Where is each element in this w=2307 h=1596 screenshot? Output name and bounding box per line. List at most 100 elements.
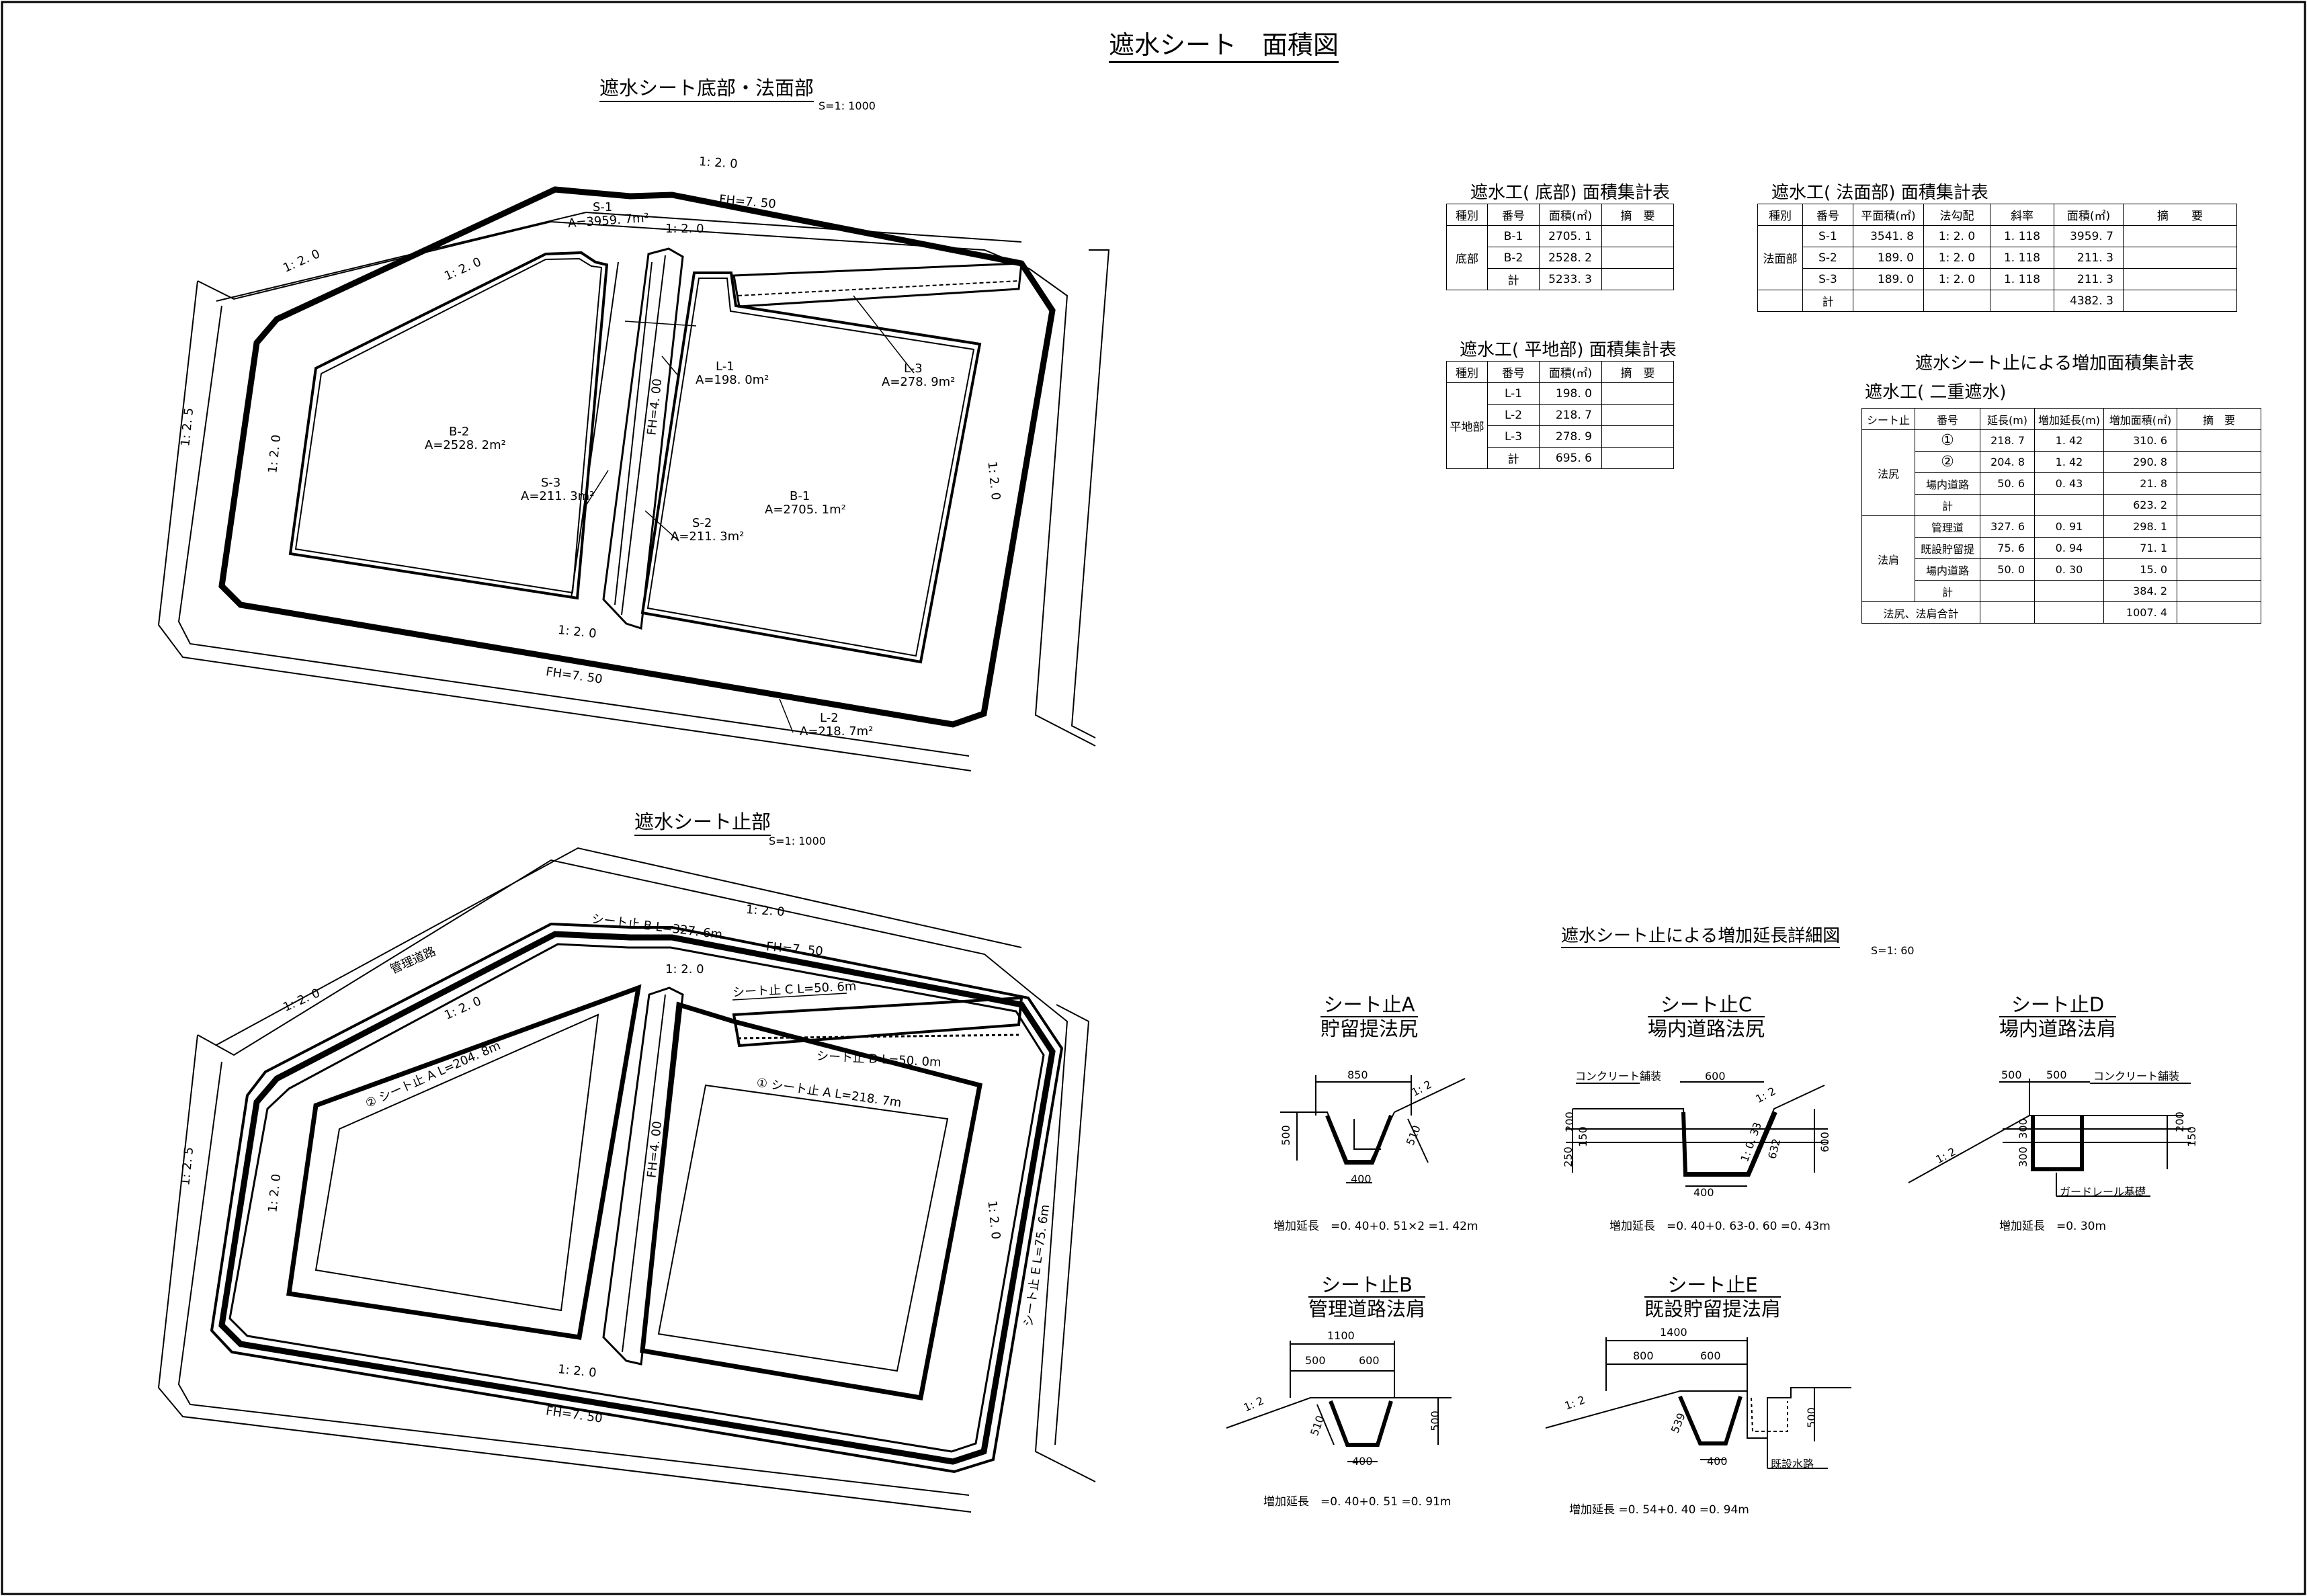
cell	[1601, 447, 1674, 469]
header-cell: 番号	[1802, 204, 1853, 226]
detail-e	[1545, 1337, 1851, 1469]
detail-c-name: シート止C	[1648, 993, 1765, 1017]
detail-a-dim: 400	[1351, 1173, 1372, 1185]
detail-c-dim: 400	[1693, 1186, 1714, 1199]
cell: 4382. 3	[2054, 290, 2124, 312]
detail-b-dim: 600	[1359, 1354, 1380, 1367]
cell-b1-inner	[646, 278, 975, 657]
header-cell: シート止	[1861, 408, 1915, 430]
detail-d-dim: 300	[2016, 1118, 2029, 1139]
cell: 1007. 4	[2103, 601, 2177, 624]
table-row: 平地部 L-1 198. 0	[1446, 382, 1674, 469]
table-row: 計 5233. 3	[1447, 268, 1674, 290]
header-cell: 面積(㎡)	[2054, 204, 2124, 226]
cell: 3959. 7	[2054, 225, 2124, 247]
outer-embankment-line	[177, 305, 970, 757]
cell-b1	[640, 271, 982, 664]
detail-c-desc: 場内道路法尻	[1648, 1017, 1765, 1040]
cell: 計	[1915, 580, 1980, 602]
detail-c-dim: 150	[1576, 1126, 1589, 1147]
detail-d-desc: 場内道路法肩	[1999, 1017, 2117, 1040]
cell	[2123, 290, 2237, 312]
cell: 場内道路	[1915, 472, 1980, 495]
label-slope: 1: 2. 0	[745, 902, 786, 919]
dim-line	[1407, 1118, 1429, 1163]
detail-a-caption: シート止A 貯留提法尻	[1320, 993, 1419, 1040]
cell: 0. 91	[2034, 515, 2104, 538]
sheet-line	[1329, 1400, 1393, 1447]
cell: 0. 43	[2034, 472, 2104, 495]
table-row: ② 204. 8 1. 42 290. 8	[1862, 451, 2261, 473]
ground-line	[1226, 1397, 1452, 1429]
header-cell: 摘 要	[2177, 408, 2261, 430]
cell: 計	[1487, 447, 1540, 469]
details-scale: S=1: 60	[1871, 944, 1915, 957]
cell: 計	[1487, 268, 1540, 290]
cell	[1853, 290, 1924, 312]
detail-e-dim: 800	[1633, 1349, 1654, 1362]
table-row: 計 384. 2	[1862, 580, 2261, 602]
outer-embankment-line	[1071, 249, 1110, 739]
detail-e-dim: 1400	[1660, 1326, 1687, 1339]
cell: 204. 8	[1980, 451, 2035, 473]
cell: 場内道路	[1915, 558, 1980, 581]
group-cell: 底部	[1446, 225, 1488, 290]
outer-embankment-line	[216, 847, 1022, 1046]
outer-embankment-line	[1029, 268, 1096, 747]
cell: 278. 9	[1539, 425, 1602, 448]
cell	[1601, 225, 1674, 247]
cell: 298. 1	[2103, 515, 2177, 538]
leader-l3	[853, 295, 915, 374]
cell	[2177, 558, 2261, 581]
strip-s3-line	[571, 261, 619, 599]
strip-l3-hatch	[737, 280, 1019, 296]
pond-outline	[218, 931, 1056, 1465]
detail-e-channel: 既設水路	[1771, 1458, 1814, 1470]
cell: 218. 7	[1539, 404, 1602, 426]
label-l1-name: L-1	[716, 360, 735, 374]
cell	[1980, 580, 2035, 602]
table-add-subtitle: 遮水工( 二重遮水)	[1865, 382, 2007, 403]
detail-d-calc: 増加延長 =0. 30m	[1999, 1220, 2107, 1233]
pond-outline-stop-b	[210, 922, 1064, 1474]
table-row: 計 695. 6	[1447, 447, 1674, 469]
detail-a-name: シート止A	[1320, 993, 1419, 1017]
cell: 計	[1915, 494, 1980, 516]
header-cell: 種別	[1446, 361, 1488, 383]
strip-center-line	[622, 994, 666, 1353]
header-cell: 種別	[1446, 204, 1488, 226]
cell-b2	[288, 251, 609, 600]
cell: 0. 30	[2034, 558, 2104, 581]
detail-a-desc: 貯留提法尻	[1320, 1017, 1419, 1040]
group-cell: 平地部	[1446, 382, 1488, 469]
table-slope-title: 遮水工( 法面部) 面積集計表	[1771, 183, 1988, 203]
cell: 310. 6	[2103, 429, 2177, 452]
cell	[2177, 494, 2261, 516]
header-cell: 摘 要	[1601, 204, 1674, 226]
cell: 189. 0	[1853, 268, 1924, 290]
cell: S-3	[1802, 268, 1853, 290]
cell-right	[640, 1001, 983, 1401]
cell	[2123, 247, 2237, 269]
cell: 211. 3	[2054, 268, 2124, 290]
cell: 21. 8	[2103, 472, 2177, 495]
table-row: 底部 B-1 2705. 1	[1446, 225, 1674, 290]
cell	[1601, 382, 1674, 405]
detail-a-dim: 850	[1347, 1068, 1368, 1081]
cell: ②	[1915, 451, 1980, 473]
detail-d-dim: 200	[2173, 1111, 2186, 1132]
cell	[2034, 494, 2104, 516]
detail-c-calc: 増加延長 =0. 40+0. 63-0. 60 =0. 43m	[1609, 1220, 1831, 1233]
header-cell: 番号	[1487, 204, 1540, 226]
label-slope: 1: 2. 0	[665, 222, 704, 236]
cell: S-2	[1802, 247, 1853, 269]
pond-outline-inner	[228, 943, 1045, 1453]
cell	[2034, 601, 2104, 624]
cell: 1. 118	[1990, 247, 2054, 269]
ground-line	[1280, 1078, 1466, 1161]
table-row: 計 623. 2	[1862, 494, 2261, 516]
label-slope: 1: 2. 0	[698, 155, 739, 171]
cell: B-1	[1487, 225, 1540, 247]
header-cell: 摘 要	[2123, 204, 2237, 226]
details-title: 遮水シート止による増加延長詳細図	[1561, 922, 1841, 948]
